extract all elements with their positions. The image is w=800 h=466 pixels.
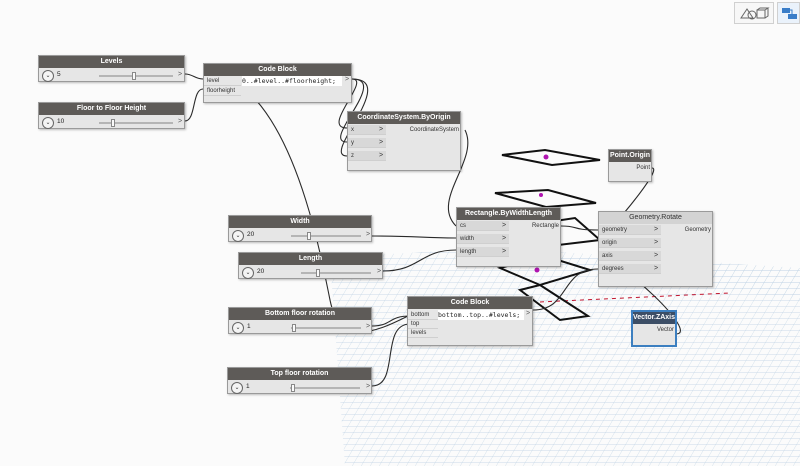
output-port-coordinatesystem[interactable]: CoordinateSystem [409, 127, 459, 133]
slider-track[interactable] [291, 235, 361, 237]
point-origin-node[interactable]: Point.Origin Point [608, 149, 652, 182]
coordinate-system-node[interactable]: CoordinateSystem.ByOrigin x > y > z > Co… [347, 111, 461, 171]
bottom-rotation-slider-node[interactable]: Bottom floor rotation ⌄ 1 > [228, 307, 372, 334]
width-slider-node[interactable]: Width ⌄ 20 > [228, 215, 372, 242]
slider-thumb[interactable] [292, 324, 296, 332]
origin-markers [534, 154, 549, 273]
node-title: Floor to Floor Height [39, 103, 184, 115]
slider-thumb[interactable] [111, 119, 115, 127]
input-arrow-icon: > [502, 235, 507, 242]
input-arrow-icon: > [654, 226, 659, 233]
slider-value: 5 [57, 71, 61, 78]
code-block-node[interactable]: Code Block bottom top levels bottom..top… [407, 296, 533, 346]
length-slider-node[interactable]: Length ⌄ 20 > [238, 252, 383, 279]
chevron-down-icon[interactable]: ⌄ [42, 70, 54, 82]
input-arrow-icon: > [654, 265, 659, 272]
chevron-down-icon[interactable]: ⌄ [231, 382, 243, 394]
input-port-geometry[interactable]: geometry [599, 225, 661, 235]
input-arrow-icon: > [654, 252, 659, 259]
input-arrow-icon: > [379, 152, 384, 159]
chevron-down-icon[interactable]: ⌄ [242, 267, 254, 279]
output-port[interactable]: > [345, 76, 350, 83]
slider-track[interactable] [290, 387, 360, 389]
graph-view-toggle[interactable] [777, 2, 800, 24]
slider-track[interactable] [99, 122, 173, 124]
slider-thumb[interactable] [291, 384, 295, 392]
node-title: Vector.ZAxis [633, 312, 675, 324]
levels-slider-node[interactable]: Levels ⌄ 5 > [38, 55, 185, 82]
output-port[interactable]: > [526, 310, 531, 317]
input-port-top[interactable]: top [408, 319, 438, 329]
input-port-levels[interactable]: levels [408, 328, 438, 338]
geometry-rotate-node[interactable]: Geometry.Rotate geometry > origin > axis… [598, 211, 713, 287]
slider-value: 1 [246, 383, 250, 390]
chevron-down-icon[interactable]: ⌄ [232, 230, 244, 242]
input-arrow-icon: > [379, 126, 384, 133]
geometry-view-icon [740, 7, 770, 20]
chevron-down-icon[interactable]: ⌄ [42, 117, 54, 129]
node-title: Bottom floor rotation [229, 308, 371, 320]
node-title: Top floor rotation [228, 368, 371, 380]
slider-value: 20 [247, 231, 255, 238]
input-port-length[interactable]: length [457, 247, 509, 257]
output-port[interactable]: > [178, 71, 183, 78]
input-port-cs[interactable]: cs [457, 221, 509, 231]
output-port[interactable]: > [366, 231, 371, 238]
node-title: Point.Origin [609, 150, 651, 162]
input-port-width[interactable]: width [457, 234, 509, 244]
input-arrow-icon: > [379, 139, 384, 146]
node-title: Length [239, 253, 382, 265]
output-port-vector[interactable]: Vector [656, 327, 674, 333]
input-port-floorheight[interactable]: floorheight [204, 86, 241, 96]
output-port[interactable]: > [377, 268, 382, 275]
input-port-y[interactable]: y [348, 138, 386, 148]
slider-thumb[interactable] [316, 269, 320, 277]
slider-value: 1 [247, 323, 251, 330]
node-title: Rectangle.ByWidthLength [457, 208, 560, 220]
slider-track[interactable] [301, 272, 371, 274]
rectangle-by-width-length-node[interactable]: Rectangle.ByWidthLength cs > width > len… [456, 207, 561, 267]
code-block-node[interactable]: Code Block level floorheight 0..#level..… [203, 63, 352, 103]
slider-value: 10 [57, 118, 65, 125]
slider-track[interactable] [291, 327, 361, 329]
vector-zaxis-node[interactable]: Vector.ZAxis Vector [632, 311, 676, 346]
input-port-bottom[interactable]: bottom [408, 310, 438, 320]
output-port-point[interactable]: Point [636, 165, 650, 171]
input-arrow-icon: > [502, 222, 507, 229]
input-port-x[interactable]: x [348, 125, 386, 135]
floor-height-slider-node[interactable]: Floor to Floor Height ⌄ 10 > [38, 102, 185, 129]
output-port[interactable]: > [366, 383, 371, 390]
slider-thumb[interactable] [132, 72, 136, 80]
node-title: Code Block [204, 64, 351, 76]
input-port-level[interactable]: level [204, 76, 241, 86]
input-port-degrees[interactable]: degrees [599, 264, 661, 274]
input-arrow-icon: > [502, 248, 507, 255]
input-port-z[interactable]: z [348, 151, 386, 161]
graph-view-icon [782, 8, 797, 19]
node-title: Levels [39, 56, 184, 68]
output-port-rectangle[interactable]: Rectangle [531, 223, 559, 229]
node-title: Width [229, 216, 371, 228]
output-port[interactable]: > [178, 118, 183, 125]
input-port-origin[interactable]: origin [599, 238, 661, 248]
connection-wires [184, 73, 681, 387]
slider-thumb[interactable] [307, 232, 311, 240]
node-title: Geometry.Rotate [599, 212, 712, 224]
output-port-geometry[interactable]: Geometry [684, 227, 711, 233]
chevron-down-icon[interactable]: ⌄ [232, 322, 244, 334]
code-editor[interactable]: 0..#level..#floorheight; [242, 76, 342, 86]
node-title: Code Block [408, 297, 532, 309]
input-port-axis[interactable]: axis [599, 251, 661, 261]
node-title: CoordinateSystem.ByOrigin [348, 112, 460, 124]
input-arrow-icon: > [654, 239, 659, 246]
output-port[interactable]: > [366, 323, 371, 330]
geometry-view-toggle[interactable] [734, 2, 774, 24]
top-rotation-slider-node[interactable]: Top floor rotation ⌄ 1 > [227, 367, 372, 394]
slider-value: 20 [257, 268, 265, 275]
slider-track[interactable] [99, 75, 173, 77]
code-editor[interactable]: bottom..top..#levels; [438, 310, 524, 320]
